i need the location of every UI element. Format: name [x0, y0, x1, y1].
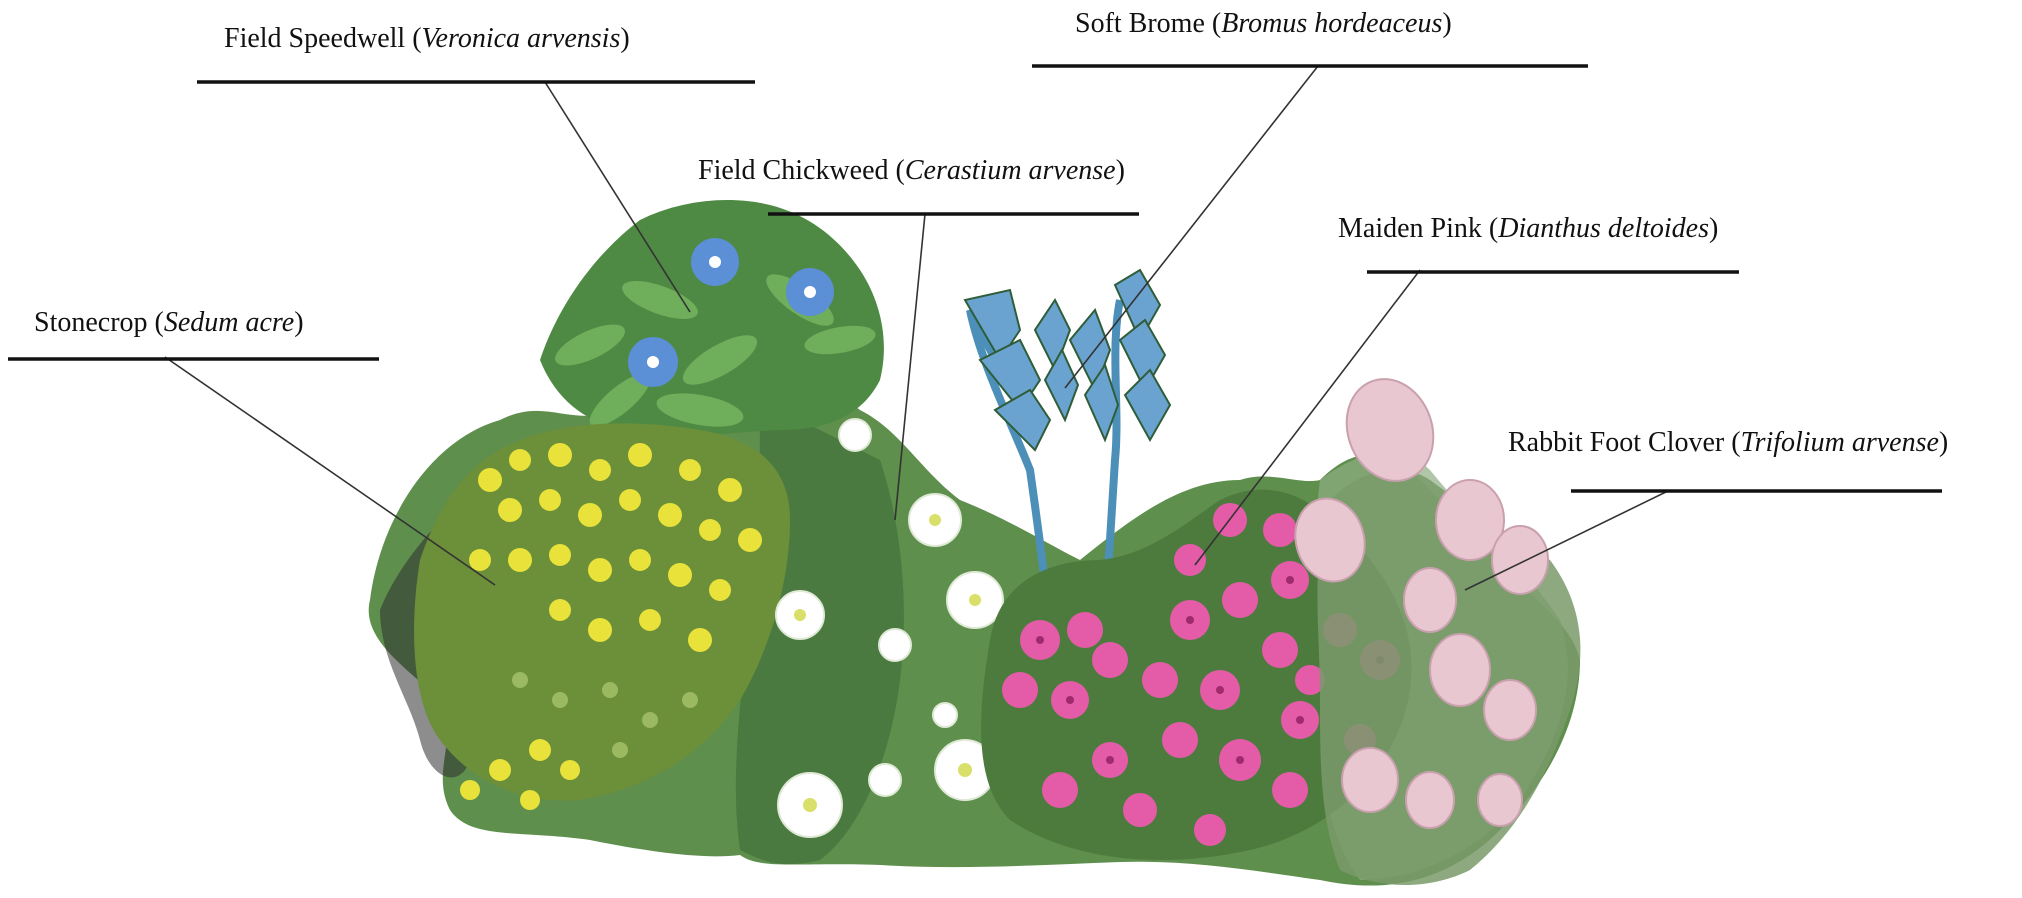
common-name: Soft Brome — [1075, 8, 1205, 39]
latin-name: Veronica arvensis — [422, 23, 621, 54]
label-soft-brome: Soft Brome (Bromus hordeaceus) — [1075, 10, 1452, 38]
common-name: Maiden Pink — [1338, 213, 1482, 244]
speedwell-plant — [540, 200, 884, 437]
label-field-speedwell: Field Speedwell (Veronica arvensis) — [224, 25, 630, 53]
common-name: Stonecrop — [34, 307, 148, 338]
latin-name: Sedum acre — [164, 307, 294, 338]
common-name: Field Speedwell — [224, 23, 405, 54]
label-maiden-pink: Maiden Pink (Dianthus deltoides) — [1338, 215, 1718, 243]
leader-line-brome — [1065, 66, 1318, 388]
label-stonecrop: Stonecrop (Sedum acre) — [34, 309, 304, 337]
latin-name: Cerastium arvense — [905, 155, 1116, 186]
common-name: Field Chickweed — [698, 155, 889, 186]
latin-name: Trifolium arvense — [1741, 427, 1939, 458]
label-field-chickweed: Field Chickweed (Cerastium arvense) — [698, 157, 1125, 185]
latin-name: Bromus hordeaceus — [1221, 8, 1442, 39]
label-rabbit-foot-clover: Rabbit Foot Clover (Trifolium arvense) — [1508, 429, 1948, 457]
common-name: Rabbit Foot Clover — [1508, 427, 1724, 458]
latin-name: Dianthus deltoides — [1498, 213, 1709, 244]
